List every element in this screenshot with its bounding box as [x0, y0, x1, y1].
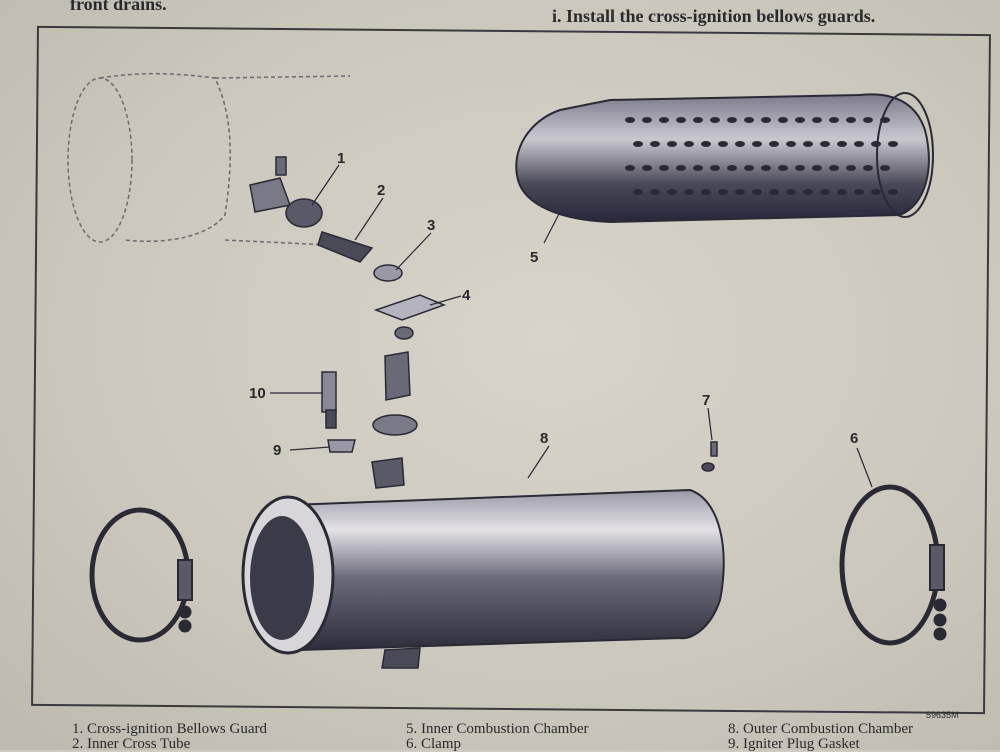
- perforation-hole: [820, 141, 830, 147]
- perforation-hole: [863, 117, 873, 123]
- perforation-hole: [710, 117, 720, 123]
- clamp-left: [89, 507, 193, 643]
- inner-combustion-chamber: [515, 92, 934, 224]
- perforation-hole: [829, 165, 839, 171]
- perforation-hole: [761, 117, 771, 123]
- header-right-text: i. Install the cross-ignition bellows gu…: [552, 6, 876, 26]
- callout-5: 5: [530, 249, 538, 266]
- perforation-hole: [786, 189, 796, 195]
- callout-7: 7: [702, 392, 710, 409]
- perforation-hole: [659, 117, 669, 123]
- perforation-hole: [812, 117, 822, 123]
- perforation-hole: [752, 141, 762, 147]
- clamp-right: [839, 484, 947, 646]
- perforation-hole: [684, 141, 694, 147]
- leader-lines: [270, 164, 873, 488]
- perforation-hole: [667, 189, 677, 195]
- header-left-text: front drains.: [70, 0, 167, 14]
- perforation-hole: [727, 117, 737, 123]
- perforation-hole: [854, 189, 864, 195]
- perforation-hole: [744, 165, 754, 171]
- perforation-hole: [888, 189, 898, 195]
- perforation-hole: [693, 165, 703, 171]
- legend-item: 6. Clamp: [406, 736, 461, 752]
- callout-labels: 1 2 3 4 5 6 7 8 9 10: [249, 150, 858, 459]
- perforation-hole: [633, 141, 643, 147]
- perforation-hole: [701, 189, 711, 195]
- perforation-hole: [744, 117, 754, 123]
- perforation-hole: [710, 165, 720, 171]
- perforation-hole: [778, 165, 788, 171]
- perforation-hole: [888, 141, 898, 147]
- perforation-hole: [795, 117, 805, 123]
- legend-item: 2. Inner Cross Tube: [72, 736, 191, 752]
- perforation-hole: [837, 141, 847, 147]
- legend-column-3: 8. Outer Combustion Chamber 9. Igniter P…: [728, 722, 913, 752]
- perforation-hole: [880, 117, 890, 123]
- perforation-hole: [676, 165, 686, 171]
- perforation-hole: [820, 189, 830, 195]
- perforation-hole: [650, 141, 660, 147]
- perforation-hole: [786, 141, 796, 147]
- perforation-hole: [701, 141, 711, 147]
- perforation-hole: [803, 189, 813, 195]
- dashed-duct-outline: [67, 72, 351, 246]
- perforation-hole: [871, 189, 881, 195]
- perforation-hole: [718, 141, 728, 147]
- outer-combustion-chamber: [241, 457, 725, 669]
- perforation-hole: [854, 141, 864, 147]
- perforation-hole: [812, 165, 822, 171]
- perforation-hole: [667, 141, 677, 147]
- perforation-hole: [769, 141, 779, 147]
- legend-item: 5. Inner Combustion Chamber: [406, 721, 589, 737]
- perforation-hole: [863, 165, 873, 171]
- perforation-hole: [837, 189, 847, 195]
- callout-3: 3: [427, 217, 435, 234]
- callout-4: 4: [462, 287, 471, 304]
- figure-code: 59635M: [926, 710, 959, 720]
- legend-item: 8. Outer Combustion Chamber: [728, 721, 913, 737]
- perforation-hole: [718, 189, 728, 195]
- perforation-hole: [871, 141, 881, 147]
- callout-10: 10: [249, 385, 266, 402]
- legend-column-2: 5. Inner Combustion Chamber 6. Clamp: [406, 722, 588, 752]
- callout-1: 1: [337, 150, 345, 167]
- perforation-hole: [633, 189, 643, 195]
- perforation-hole: [880, 165, 890, 171]
- perforation-hole: [795, 165, 805, 171]
- perforation-hole: [642, 165, 652, 171]
- legend-column-1: 1. Cross-ignition Bellows Guard 2. Inner…: [72, 722, 267, 752]
- perforation-hole: [693, 117, 703, 123]
- small-parts: [249, 156, 718, 472]
- perforation-hole: [735, 189, 745, 195]
- perforation-hole: [829, 117, 839, 123]
- perforation-hole: [778, 117, 788, 123]
- perforation-hole: [846, 117, 856, 123]
- callout-6: 6: [850, 430, 858, 447]
- legend-item: 1. Cross-ignition Bellows Guard: [72, 721, 267, 737]
- callout-9: 9: [273, 442, 281, 459]
- perforation-hole: [769, 189, 779, 195]
- perforation-hole: [684, 189, 694, 195]
- perforation-hole: [659, 165, 669, 171]
- perforation-hole: [676, 117, 686, 123]
- perforation-hole: [650, 189, 660, 195]
- perforation-hole: [846, 165, 856, 171]
- callout-8: 8: [540, 430, 548, 447]
- perforation-hole: [625, 165, 635, 171]
- perforation-hole: [625, 117, 635, 123]
- perforation-hole: [735, 141, 745, 147]
- perforation-hole: [803, 141, 813, 147]
- perforation-hole: [761, 165, 771, 171]
- callout-2: 2: [377, 182, 385, 199]
- perforation-hole: [752, 189, 762, 195]
- perforation-hole: [642, 117, 652, 123]
- legend-item: 9. Igniter Plug Gasket: [728, 736, 860, 752]
- perforation-hole: [727, 165, 737, 171]
